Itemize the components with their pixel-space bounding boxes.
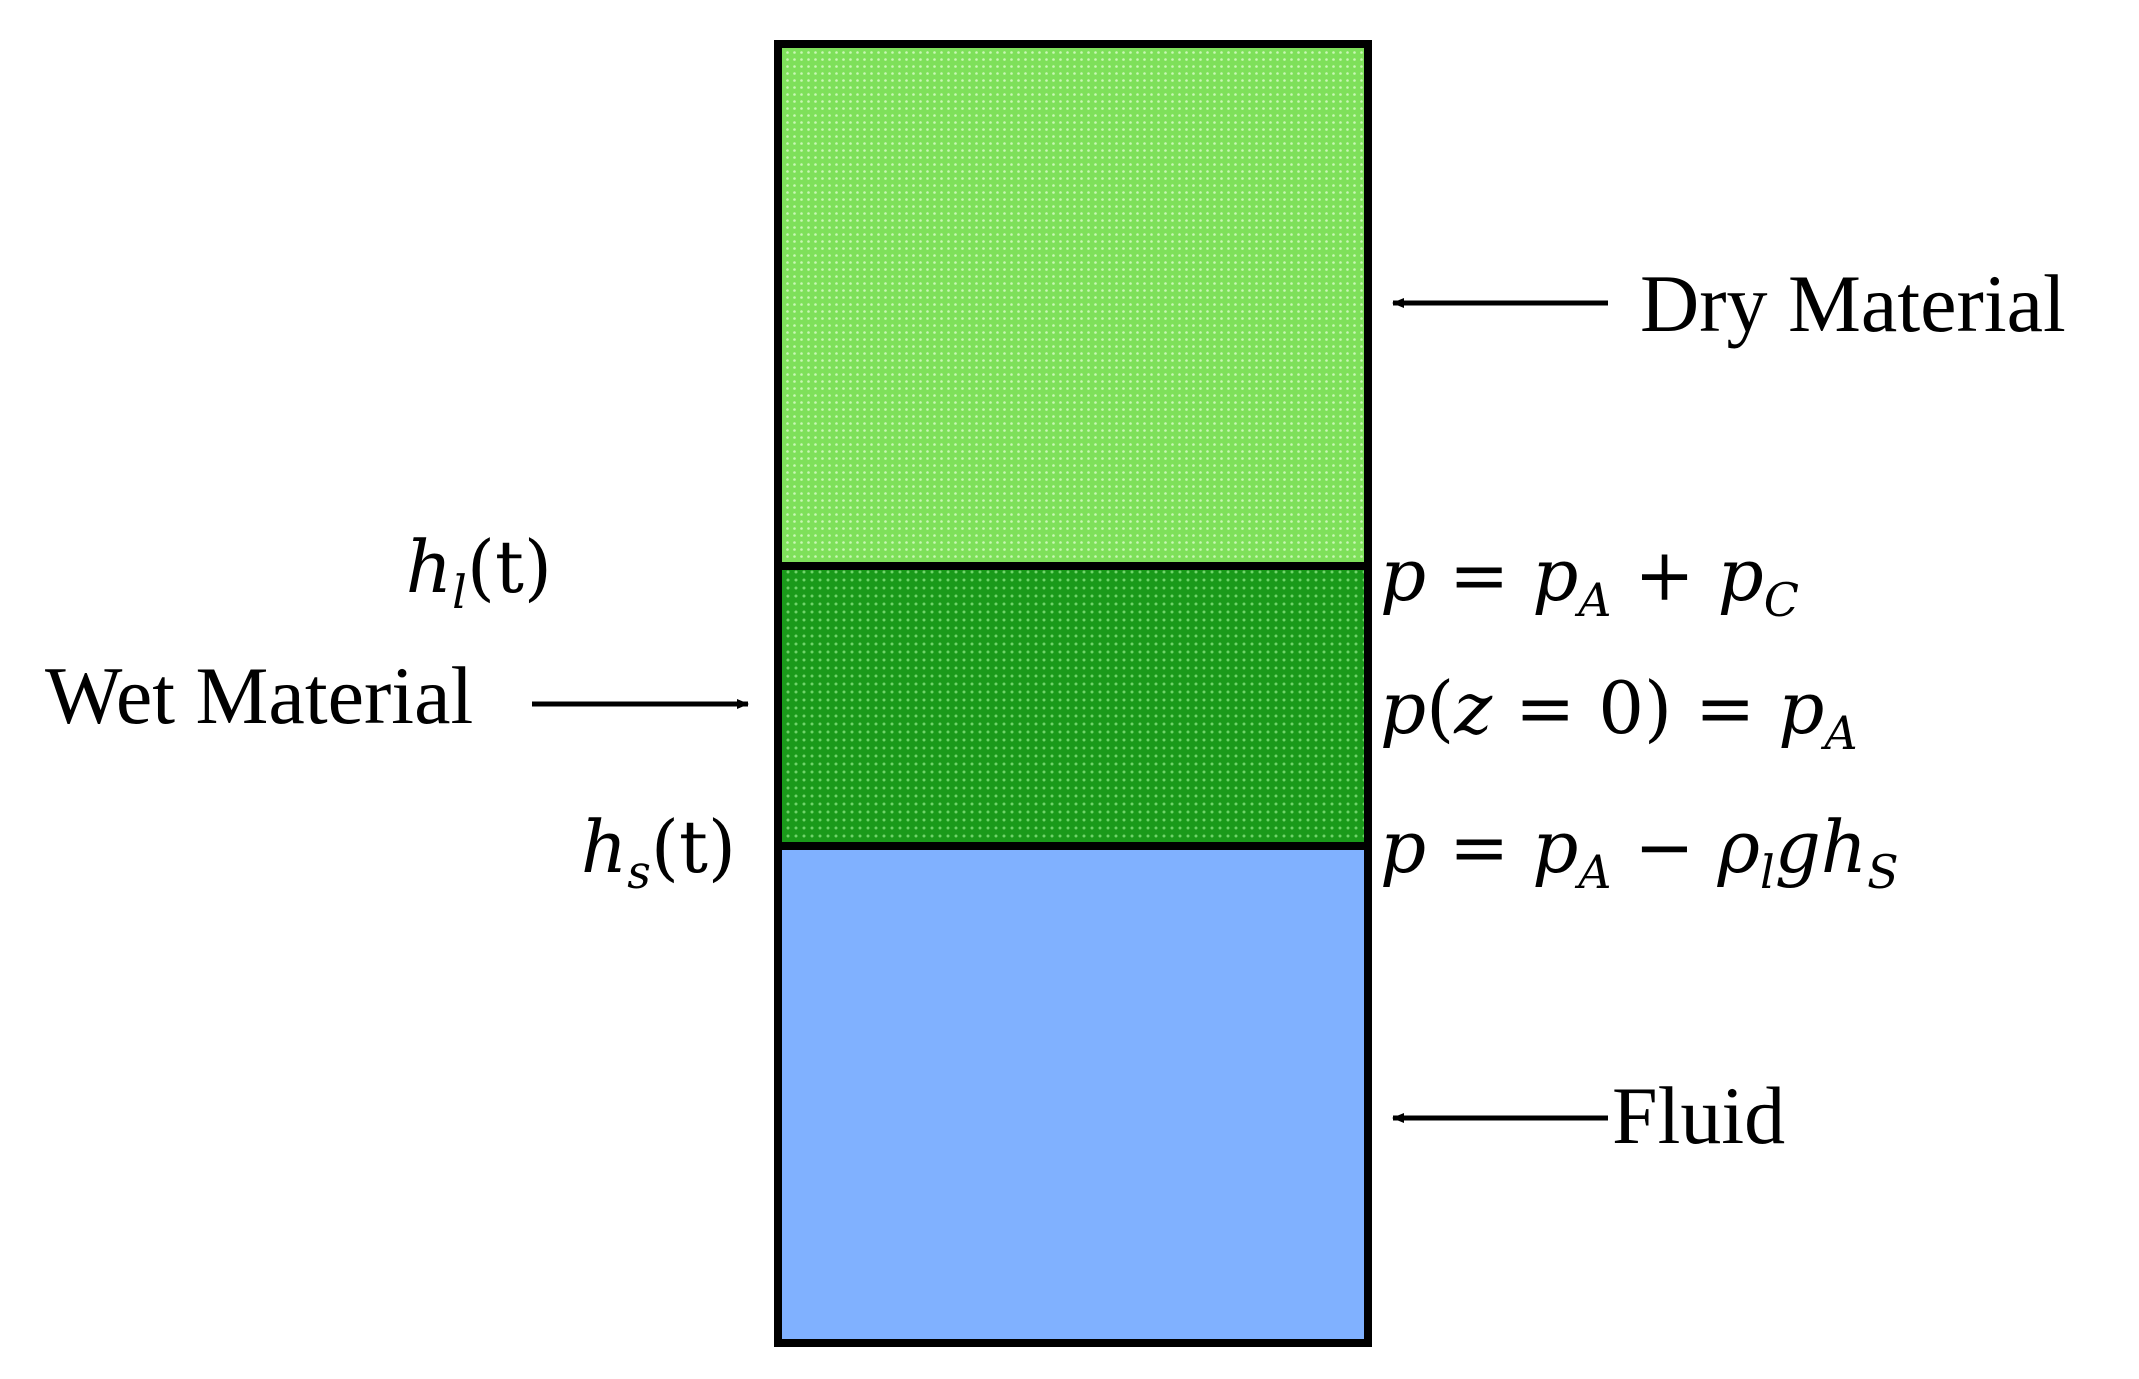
wet-material-layer — [778, 566, 1368, 846]
upper-height-label: hl(t) — [406, 525, 552, 619]
dry-material-layer — [778, 44, 1368, 566]
middle-pressure-equation: p(z = 0) = pA — [1380, 666, 1858, 760]
lower-pressure-equation: p = pA − ρlghS — [1380, 805, 1899, 899]
dry-material-label: Dry Material — [1640, 258, 2066, 349]
fluid-layer — [778, 846, 1368, 1343]
lower-height-label: hs(t) — [581, 805, 736, 899]
upper-pressure-equation: p = pA + pC — [1380, 533, 1799, 627]
fluid-label: Fluid — [1612, 1070, 1785, 1161]
column-outline — [774, 40, 1372, 1347]
wet-material-label: Wet Material — [45, 650, 473, 741]
